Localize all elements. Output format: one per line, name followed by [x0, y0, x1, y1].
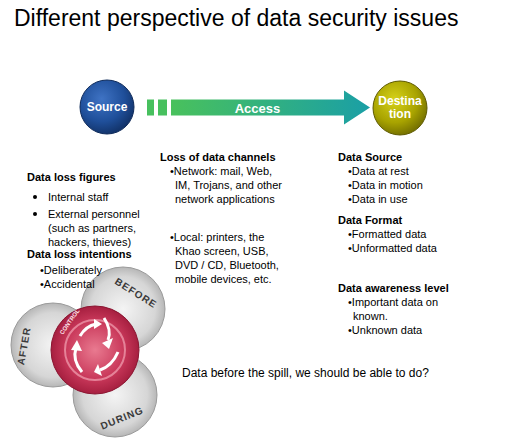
note-text: •Accidental	[40, 277, 95, 291]
note-text: Data before the spill, we should be able…	[182, 366, 429, 381]
cycle-arrow	[104, 318, 109, 340]
bullet-dot	[33, 195, 37, 199]
circle-fill	[80, 80, 134, 134]
diagram-title: Different perspective of data security i…	[14, 5, 458, 32]
arrow-body	[171, 91, 370, 125]
circle-fill	[11, 303, 95, 387]
cycle-arrow	[80, 324, 96, 336]
circle-fill	[373, 81, 427, 135]
cycle-arrowhead	[94, 319, 102, 329]
note-text: •Data in motion	[348, 178, 423, 192]
section-heading: Data loss intentions	[27, 247, 132, 261]
section-heading: Data awareness level	[338, 281, 449, 295]
cycle-arrowhead	[71, 340, 82, 351]
bullet-dot	[33, 212, 37, 216]
section-heading: Data Format	[338, 213, 402, 227]
control-disc	[51, 306, 139, 394]
node-text-box: Source	[79, 79, 135, 135]
node-text-box: Destina tion	[372, 80, 428, 136]
note-text: •Data at rest	[348, 164, 409, 178]
note-text: •Data in use	[348, 192, 408, 206]
cycle-arrowhead	[94, 364, 102, 376]
note-text: •Important data on known.	[348, 295, 446, 323]
note-text: •Deliberately	[40, 263, 102, 277]
node-text: Source	[82, 101, 132, 114]
note-text: •Unformatted data	[348, 241, 437, 255]
note-text: Internal staff	[48, 190, 108, 204]
dash-block	[158, 100, 167, 116]
note-text: External personnel (such as partners, ha…	[48, 207, 156, 249]
cycle-arrow	[75, 348, 82, 372]
circle-fill	[73, 353, 157, 437]
access-arrow	[147, 91, 370, 125]
note-text: •Local: printers, the Khao screen, USB, …	[170, 230, 288, 286]
note-text: •Network: mail, Web, IM, Trojans, and ot…	[170, 164, 284, 206]
edge-label: Access	[235, 100, 281, 115]
destination-circle: Destina tion	[372, 80, 428, 136]
section-heading: Data loss figures	[27, 170, 116, 184]
cycle-arrow	[100, 352, 118, 370]
control-ring	[65, 320, 125, 380]
node-text: Destina tion	[375, 95, 425, 121]
dash-block	[147, 100, 154, 116]
note-text: •Formatted data	[348, 227, 426, 241]
source-circle: Source	[79, 79, 135, 135]
note-text: •Unknown data	[348, 323, 422, 337]
section-heading: Loss of data channels	[160, 150, 276, 164]
section-heading: Data Source	[338, 150, 402, 164]
cycle-arrowhead	[102, 338, 113, 349]
